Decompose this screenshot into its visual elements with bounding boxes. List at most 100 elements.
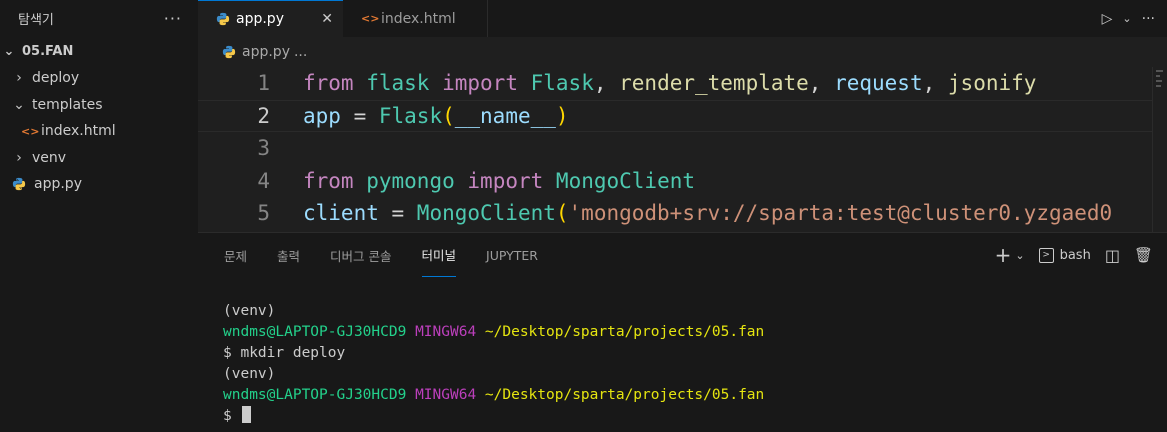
tree-item-label: venv [32,149,67,166]
tree-item-templates[interactable]: ⌄ templates [0,92,198,119]
code-token: jsonify [947,71,1037,96]
chevron-down-icon: ⌄ [13,96,25,113]
breadcrumb-file[interactable]: app.py [242,44,290,60]
code-token: , [922,71,948,96]
code-token: , [808,71,835,96]
line-number: 1 [257,71,270,96]
code-line: 2 app = Flask(__name__) [198,100,1167,133]
python-file-icon [222,45,236,59]
shell-name: bash [1059,247,1091,263]
code-token: MongoClient [555,168,695,193]
code-line: 4 from pymongo import MongoClient [198,165,1167,198]
panel-tabs: 문제 출력 디버그 콘솔 터미널 JUPYTER + ⌄ > bash ◫ 🗑 [198,233,1167,277]
terminal-prompt-line: wndms@LAPTOP-GJ30HCD9 MINGW64 ~/Desktop/… [223,385,1167,406]
code-token: = [378,201,417,226]
add-terminal-icon[interactable]: + [994,243,1012,267]
code-token: from [303,71,354,96]
python-file-icon [216,12,230,26]
html-file-icon: <> [21,124,40,138]
code-space [455,169,468,193]
code-token: Flask [378,103,443,128]
code-token: flask [366,71,430,96]
terminal-user: wndms@LAPTOP-GJ30HCD9 [223,324,407,340]
editor-tabs: app.py ✕ <> index.html ▷ ⌄ ··· [198,0,1167,37]
code-editor[interactable]: 1 from flask import Flask, render_templa… [198,67,1167,230]
close-icon[interactable]: ✕ [321,11,333,27]
tab-app-py[interactable]: app.py ✕ [198,0,343,37]
code-token: render_template [619,71,809,96]
code-token: request [834,71,923,96]
code-token: pymongo [366,168,455,193]
code-token: import [442,71,518,96]
terminal-path: ~/Desktop/sparta/projects/05.fan [484,324,765,340]
code-token: app [303,103,341,128]
tab-jupyter[interactable]: JUPYTER [486,247,538,263]
workspace-root-label: 05.FAN [22,43,74,59]
terminal-shell-selector[interactable]: > bash [1038,247,1091,263]
tree-item-deploy[interactable]: › deploy [0,65,198,92]
tab-problems[interactable]: 문제 [224,248,248,264]
code-token: ( [442,103,455,128]
python-file-icon [12,178,26,191]
terminal-line: (venv) [223,366,276,382]
tree-item-label: index.html [41,123,116,140]
tree-item-app-py[interactable]: app.py [0,171,198,198]
tab-terminal[interactable]: 터미널 [421,233,457,277]
run-icon[interactable]: ▷ [1101,10,1113,27]
line-number: 2 [257,103,270,128]
more-actions-icon[interactable]: ··· [163,9,182,28]
code-token: 'mongodb+srv://sparta:test@cluster0.yzga… [568,201,1113,226]
explorer-title: 탐색기 [18,13,54,28]
tab-index-html[interactable]: <> index.html [343,0,488,37]
chevron-right-icon: › [16,70,22,87]
more-actions-icon[interactable]: ··· [1141,10,1155,27]
line-number: 5 [257,201,270,226]
line-number: 3 [257,136,270,161]
breadcrumb-more[interactable]: ... [293,44,308,60]
code-token: = [340,103,379,128]
code-token: import [467,168,544,193]
tab-output[interactable]: 출력 [277,248,301,264]
terminal-icon: > [1038,247,1054,263]
editor-actions: ▷ ⌄ ··· [1102,0,1155,37]
tab-label: app.py [236,11,284,27]
tree-item-label: deploy [32,70,80,87]
tree-item-label: app.py [34,176,82,193]
terminal-line: (venv) [223,303,276,319]
code-token: from [303,168,354,193]
workspace-root[interactable]: ⌄ 05.FAN [0,37,198,65]
tree-item-venv[interactable]: › venv [0,145,198,172]
chevron-down-icon[interactable]: ⌄ [1015,248,1025,262]
minimap[interactable] [1152,67,1167,232]
bottom-panel: 문제 출력 디버그 콘솔 터미널 JUPYTER + ⌄ > bash ◫ 🗑 … [198,232,1167,432]
tab-label: index.html [381,10,456,27]
code-token: Flask [530,71,594,96]
code-line: 3 [198,132,1167,165]
code-token: MongoClient [416,201,556,226]
terminal-line: $ mkdir deploy [223,345,346,361]
chevron-right-icon: › [16,149,22,166]
code-token: , [593,71,620,96]
code-line: 5 client = MongoClient('mongodb+srv://sp… [198,197,1167,230]
terminal-prompt-line: wndms@LAPTOP-GJ30HCD9 MINGW64 ~/Desktop/… [223,322,1167,343]
code-token: ) [555,103,569,128]
code-token: __name__ [454,103,556,128]
trash-icon[interactable]: 🗑 [1133,246,1153,264]
tree-item-index-html[interactable]: <> index.html [0,118,198,145]
breadcrumb: app.py ... [198,37,1167,67]
split-terminal-icon[interactable]: ◫ [1104,245,1120,265]
terminal-input-line[interactable]: $ [223,406,1167,427]
terminal-prompt: $ [223,408,241,424]
code-token: ( [555,201,569,226]
code-space [518,71,531,95]
explorer-header: 탐색기 ··· [0,0,198,37]
code-space [354,169,367,193]
tree-item-label: templates [32,96,103,113]
tab-debug-console[interactable]: 디버그 콘솔 [330,248,392,264]
terminal-output[interactable]: (venv) wndms@LAPTOP-GJ30HCD9 MINGW64 ~/D… [198,277,1167,427]
code-space [543,169,556,193]
code-token: client [303,201,379,226]
code-space [429,71,442,95]
chevron-down-icon: ⌄ [3,43,15,59]
chevron-down-icon[interactable]: ⌄ [1122,12,1132,25]
